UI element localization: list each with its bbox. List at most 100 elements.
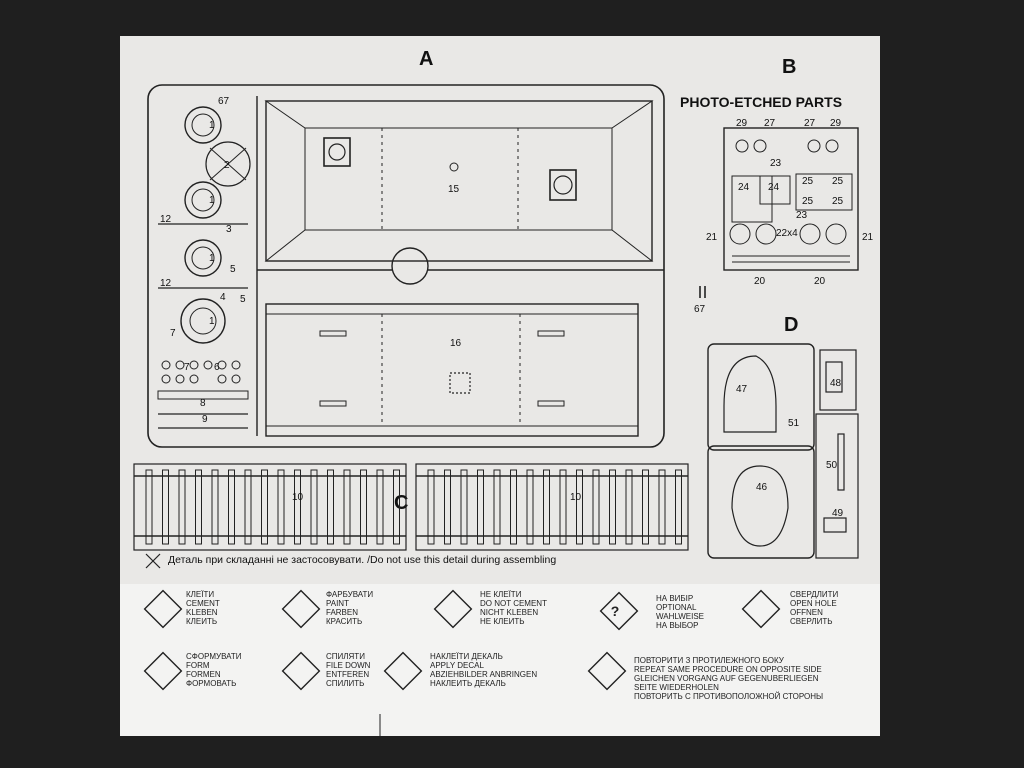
rail-sprue-right bbox=[415, 463, 689, 551]
rail-sleeper bbox=[559, 469, 567, 545]
d-box-48 bbox=[819, 349, 857, 411]
sprue-num-2: 2 bbox=[224, 160, 230, 171]
pe-num-22x4: 22x4 bbox=[776, 228, 798, 239]
rail-sleeper bbox=[510, 469, 517, 545]
rail-sleeper bbox=[543, 469, 550, 545]
rail-sleeper bbox=[609, 469, 616, 545]
wheel-1d bbox=[180, 298, 226, 344]
question-icon bbox=[599, 591, 639, 631]
rail-sprue-left bbox=[133, 463, 407, 551]
section-label-c: C bbox=[394, 492, 409, 514]
rail-sleeper bbox=[444, 469, 451, 545]
instruction-sheet: A B C D PHOTO-ETCHED PARTS bbox=[120, 36, 880, 736]
pe-num-29b: 29 bbox=[830, 118, 842, 129]
pe-num-27a: 27 bbox=[764, 118, 776, 129]
rail-sleeper bbox=[327, 469, 334, 545]
pe-num-25c: 25 bbox=[802, 196, 814, 207]
sprue-num-1d: 1 bbox=[209, 316, 215, 327]
decal-icon bbox=[383, 651, 423, 691]
hatch-left bbox=[323, 137, 351, 167]
assembly-note-eng: /Do not use this detail during assemblin… bbox=[367, 554, 557, 566]
assembly-note: Деталь при складанні не застосовувати. /… bbox=[168, 554, 556, 566]
sprue-frame bbox=[147, 84, 665, 448]
pe-num-20b: 20 bbox=[814, 276, 826, 287]
rail-sleeper bbox=[343, 469, 351, 545]
sprue-num-6: 6 bbox=[214, 362, 220, 373]
pe-fret bbox=[723, 127, 859, 271]
part-label-10a: 10 bbox=[292, 492, 304, 503]
sprue-num-1: 1 bbox=[209, 120, 215, 131]
rail-sleepers bbox=[145, 469, 682, 545]
rail-sleeper bbox=[261, 469, 268, 545]
rail-sleeper bbox=[576, 469, 583, 545]
wheel-1c bbox=[184, 239, 222, 277]
pe-num-24b: 24 bbox=[768, 182, 780, 193]
rail-sleeper bbox=[376, 469, 384, 545]
sprue-num-12: 12 bbox=[160, 214, 172, 225]
pe-num-21a: 21 bbox=[706, 232, 718, 243]
sprue-num-9: 9 bbox=[202, 414, 208, 425]
rail-sleeper bbox=[526, 469, 534, 545]
section-label-b: B bbox=[782, 56, 797, 78]
hatch-right bbox=[549, 169, 577, 201]
pe-num-23a: 23 bbox=[770, 158, 782, 169]
rail-sleeper bbox=[211, 469, 219, 545]
part-label-16: 16 bbox=[450, 338, 462, 349]
part-label-67: 67 bbox=[694, 304, 706, 315]
sprue-num-5b: 5 bbox=[240, 294, 246, 305]
rail-sleeper bbox=[460, 469, 468, 545]
photo-etched-title: PHOTO-ETCHED PARTS bbox=[680, 94, 843, 110]
sprue-num-7: 7 bbox=[170, 328, 176, 339]
sprue-num-4: 4 bbox=[220, 292, 226, 303]
drill-icon bbox=[741, 589, 781, 629]
d-box-46 bbox=[707, 445, 815, 559]
sprue-num-67: 67 bbox=[218, 96, 230, 107]
no-glue-icon bbox=[433, 589, 473, 629]
part-label-10b: 10 bbox=[570, 492, 582, 503]
rail-sleeper bbox=[294, 469, 301, 545]
pe-num-25d: 25 bbox=[832, 196, 844, 207]
pe-num-25b: 25 bbox=[832, 176, 844, 187]
pe-num-27b: 27 bbox=[804, 118, 816, 129]
d-num-50: 50 bbox=[826, 460, 838, 471]
d-num-48: 48 bbox=[830, 378, 842, 389]
rail-sleeper bbox=[592, 469, 600, 545]
rail-sleeper bbox=[658, 469, 666, 545]
d-num-49: 49 bbox=[832, 508, 844, 519]
d-box-50 bbox=[815, 413, 859, 559]
sprue-gate bbox=[391, 247, 429, 285]
section-label-d: D bbox=[784, 314, 799, 336]
part-label-15: 15 bbox=[448, 184, 460, 195]
pe-num-29a: 29 bbox=[736, 118, 748, 129]
sprue-num-1b: 1 bbox=[209, 195, 215, 206]
rail-sleeper bbox=[427, 469, 435, 545]
sprue-num-3: 3 bbox=[226, 224, 232, 235]
section-label-a: A bbox=[419, 48, 434, 70]
d-num-51: 51 bbox=[788, 418, 800, 429]
rail-sleeper bbox=[360, 469, 367, 545]
pe-num-23b: 23 bbox=[796, 210, 808, 221]
svg-text:?: ? bbox=[611, 603, 620, 619]
legend-icons: ? bbox=[143, 589, 781, 736]
pe-num-24a: 24 bbox=[738, 182, 750, 193]
rail-sleeper bbox=[625, 469, 633, 545]
sprue-num-12b: 12 bbox=[160, 278, 172, 289]
rail-sleeper bbox=[675, 469, 682, 545]
part-16 bbox=[265, 303, 639, 437]
rail-sleeper bbox=[244, 469, 252, 545]
rail-sleeper bbox=[145, 469, 153, 545]
pe-num-21b: 21 bbox=[862, 232, 874, 243]
pe-num-20a: 20 bbox=[754, 276, 766, 287]
rail-sleeper bbox=[493, 469, 501, 545]
rail-sleeper bbox=[642, 469, 649, 545]
rail-sleeper bbox=[477, 469, 484, 545]
